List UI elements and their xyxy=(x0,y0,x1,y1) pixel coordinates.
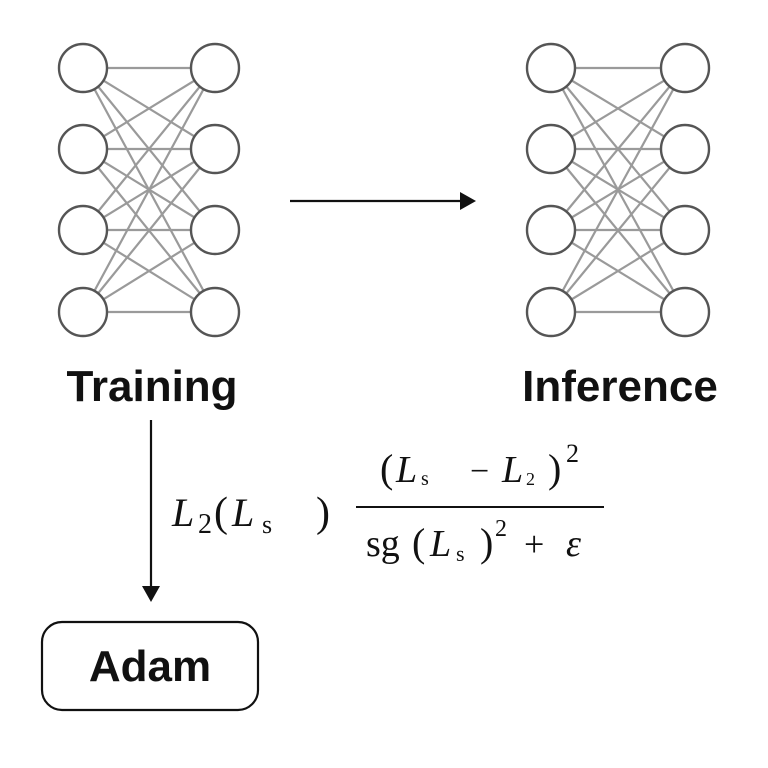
formula-prefix-close: ) xyxy=(316,490,330,536)
formula-den-open: ( xyxy=(412,520,425,565)
formula-num-open: ( xyxy=(380,446,393,491)
training-to-optimizer-arrow xyxy=(142,420,160,602)
inference-node-layer1-2 xyxy=(659,204,711,256)
training-node-layer1-2 xyxy=(189,204,241,256)
inference-node-layer0-2 xyxy=(525,204,577,256)
formula-prefix-open: ( xyxy=(214,490,228,536)
training-node-layer0-0 xyxy=(57,42,109,94)
optimizer-box: Adam xyxy=(40,620,260,712)
inference-edge-3-1 xyxy=(550,148,686,313)
training-network xyxy=(57,42,241,338)
training-node-layer1-3 xyxy=(189,286,241,338)
formula-den-plus: + xyxy=(524,524,544,564)
inference-node-layer0-3 xyxy=(525,286,577,338)
formula-prefix-fn: L xyxy=(171,490,194,535)
training-node-layer0-1 xyxy=(57,123,109,175)
inference-edge-3-0 xyxy=(550,67,686,313)
formula-prefix-arg: L xyxy=(231,490,254,535)
formula-num-a-sub: s xyxy=(421,468,429,490)
formula-prefix-arg-sub: s xyxy=(262,510,272,539)
training-node-layer1-1 xyxy=(189,123,241,175)
formula-den-eps: ε xyxy=(566,523,581,565)
training-edge-2-0 xyxy=(82,67,216,231)
formula-num-b: L xyxy=(501,449,523,491)
inference-label: Inference xyxy=(522,362,718,411)
inference-edge-1-0 xyxy=(550,67,686,150)
inference-node-layer1-3 xyxy=(659,286,711,338)
training-to-inference-arrow xyxy=(290,192,476,210)
inference-edge-2-0 xyxy=(550,67,686,231)
training-edge-3-1 xyxy=(82,148,216,313)
inference-node-layer1-0 xyxy=(659,42,711,94)
inference-node-layer1-1 xyxy=(659,123,711,175)
optimizer-label: Adam xyxy=(89,642,211,691)
loss-formula: L 2 ( L s ) ( L s − L 2 ) 2 sg ( L s ) 2… xyxy=(171,439,604,566)
training-node-layer0-3 xyxy=(57,286,109,338)
inference-network xyxy=(525,42,711,338)
training-node-layer1-0 xyxy=(189,42,241,94)
training-label: Training xyxy=(66,362,237,411)
training-edge-1-0 xyxy=(82,67,216,150)
formula-den-arg: L xyxy=(429,523,451,565)
formula-num-a: L xyxy=(395,449,417,491)
formula-den-arg-sub: s xyxy=(456,541,465,566)
formula-den-exp: 2 xyxy=(495,516,507,542)
formula-num-minus: − xyxy=(470,453,489,490)
inference-edge-3-2 xyxy=(550,229,686,313)
formula-prefix-fn-sub: 2 xyxy=(198,509,212,540)
formula-den-close: ) xyxy=(480,520,493,565)
formula-den-fn: sg xyxy=(366,523,400,565)
training-edge-3-2 xyxy=(82,229,216,313)
training-node-layer0-2 xyxy=(57,204,109,256)
inference-node-layer0-0 xyxy=(525,42,577,94)
formula-num-close: ) xyxy=(548,446,561,491)
formula-num-b-sub: 2 xyxy=(526,469,535,489)
inference-node-layer0-1 xyxy=(525,123,577,175)
training-edge-3-0 xyxy=(82,67,216,313)
formula-num-exp: 2 xyxy=(566,439,579,468)
